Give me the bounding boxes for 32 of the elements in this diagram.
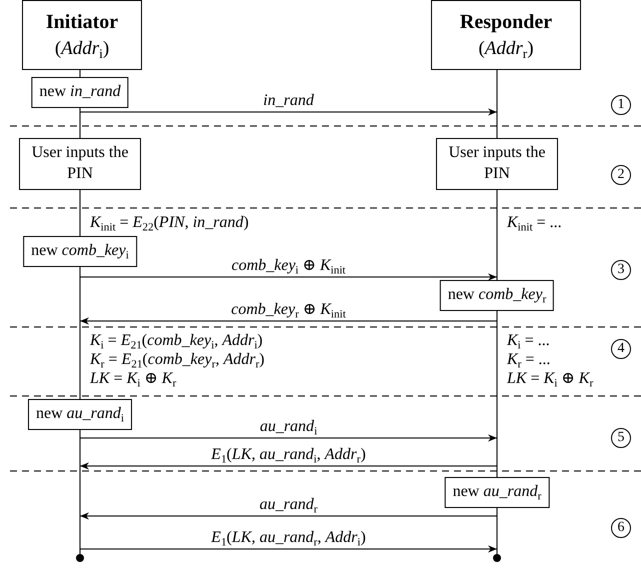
message-label: in_rand xyxy=(261,92,316,110)
formula-text: K$_{i}$ = E$_{21}$(comb_key$_{i}$, Addr$_{i}$) xyxy=(90,332,263,350)
message-arrow xyxy=(80,317,498,325)
message-label: comb_key$_{r}$ ⊕ K$_{init}$ xyxy=(229,301,348,319)
message-arrow xyxy=(80,512,498,520)
message-label: E$_{1}$(LK, au_rand$_{i}$, Addr$_{r}$) xyxy=(209,446,368,464)
step-number: 6 xyxy=(611,518,631,538)
participant-address: (Addr$_{r}$) xyxy=(478,36,534,62)
formula-text: LK = K$_{i}$ ⊕ K$_{r}$ xyxy=(507,370,594,388)
message-arrow xyxy=(80,273,498,281)
step-number: 2 xyxy=(611,165,631,185)
formula-text: LK = K$_{i}$ ⊕ K$_{r}$ xyxy=(90,370,176,388)
message-label: E$_{1}$(LK, au_rand$_{r}$, Addr$_{i}$) xyxy=(209,529,368,547)
step-number: 1 xyxy=(611,95,631,115)
step-number: 4 xyxy=(611,339,631,359)
formula-text: K$_{init}$ = ... xyxy=(507,214,562,232)
participant-address: (Addr$_{i}$) xyxy=(54,36,110,62)
formula-text: K$_{i}$ = ... xyxy=(507,332,550,350)
message-arrow xyxy=(80,545,498,553)
message-label: au_rand$_{i}$ xyxy=(258,418,320,436)
message-label: comb_key$_{i}$ ⊕ K$_{init}$ xyxy=(229,257,348,275)
message-arrow xyxy=(80,434,498,442)
formula-text: K$_{r}$ = E$_{21}$(comb_key$_{r}$, Addr$_{r}$) xyxy=(90,351,264,369)
formula-text: K$_{init}$ = E$_{22}$(PIN, in_rand) xyxy=(90,214,249,232)
message-arrow xyxy=(80,108,498,116)
formula-text: K$_{r}$ = ... xyxy=(507,351,550,369)
message-label: au_rand$_{r}$ xyxy=(258,496,320,514)
message-arrow xyxy=(80,462,498,470)
step-number: 5 xyxy=(611,428,631,448)
participant-name: Initiator xyxy=(46,10,118,35)
participant-name: Responder xyxy=(460,10,552,35)
step-number: 3 xyxy=(611,260,631,280)
